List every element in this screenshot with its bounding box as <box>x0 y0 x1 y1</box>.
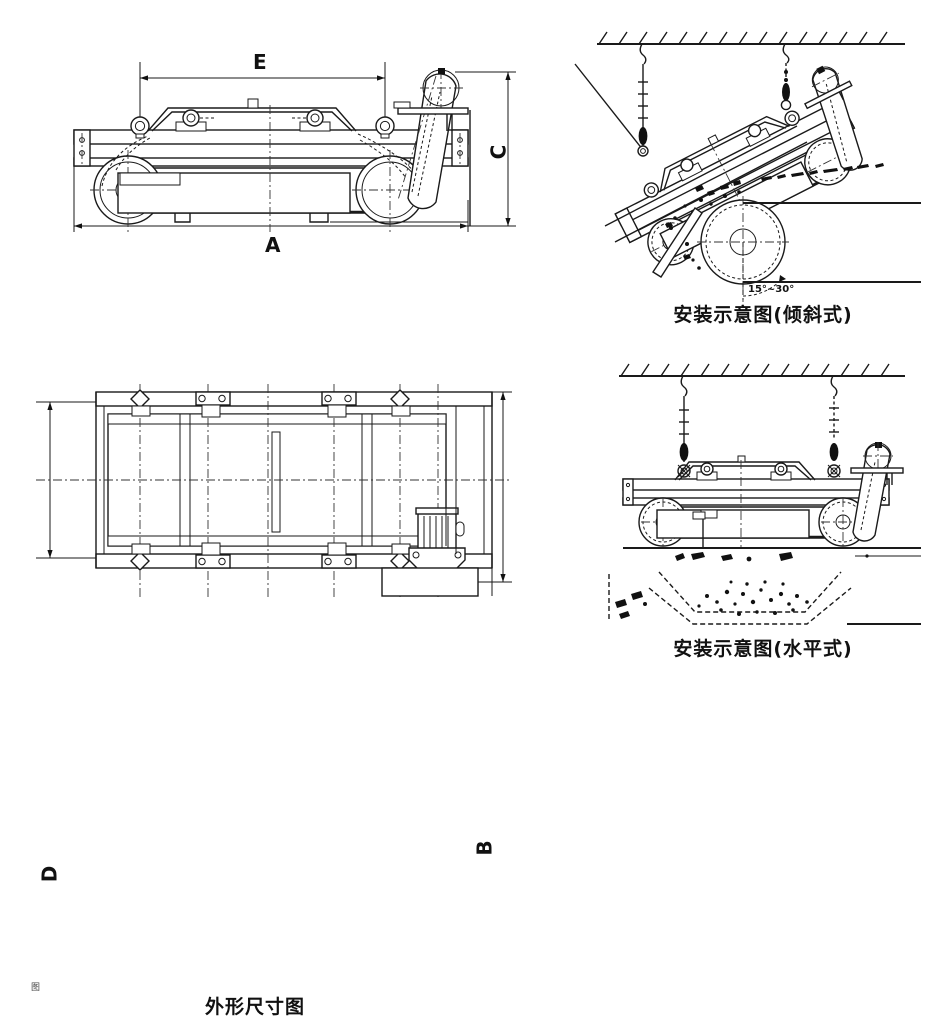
angle-annotation: 15°~30° <box>748 284 795 295</box>
side-elevation-view: E A C <box>0 0 540 300</box>
suspension-eye-left <box>130 116 150 139</box>
inclined-installation-svg <box>574 31 921 302</box>
motor-bracket <box>393 101 469 131</box>
dimension-label-B: B <box>472 840 497 856</box>
ceiling-hatch <box>619 363 905 377</box>
hanger-left <box>677 375 691 478</box>
side-elevation-svg <box>73 62 516 232</box>
inclined-installation-schematic: 15°~30° 安装示意图(倾斜式) <box>574 10 951 330</box>
plan-bottom-fittings <box>130 542 411 571</box>
machine-frame <box>73 110 471 226</box>
separator-horizontal <box>622 442 904 548</box>
dimension-label-E: E <box>253 50 267 74</box>
magnet-box <box>117 172 351 223</box>
hanger-right <box>827 375 841 478</box>
ceiling-hatch <box>597 31 905 45</box>
plan-view-svg <box>36 384 512 600</box>
plan-motor-assembly <box>381 507 479 597</box>
discharge-chute <box>608 571 852 625</box>
plan-top-fittings <box>130 389 411 418</box>
inclined-install-caption: 安装示意图(倾斜式) <box>673 304 853 326</box>
dimension-E <box>139 62 386 126</box>
hanger-right <box>780 43 792 111</box>
plan-centrelines <box>36 384 510 600</box>
plan-view-caption: 外形尺寸图 <box>204 996 305 1018</box>
dimension-label-A: A <box>265 233 281 257</box>
horizontal-installation-schematic: 安装示意图(水平式) <box>575 352 951 691</box>
plan-outer-frame <box>95 391 493 569</box>
plan-top-view: D B 图 外形尺寸图 <box>0 370 540 1018</box>
angle-indicator <box>742 242 786 300</box>
diverter-chute <box>652 207 703 278</box>
dimension-C <box>455 71 516 227</box>
suspension-hood <box>147 98 357 232</box>
dimension-label-C: C <box>486 144 511 160</box>
iron-debris <box>761 163 884 181</box>
horizontal-installation-svg <box>608 363 921 625</box>
horizontal-install-caption: 安装示意图(水平式) <box>673 638 853 660</box>
suspension-eye-right <box>375 116 395 139</box>
hanger-left <box>574 43 649 157</box>
material-particles <box>615 580 809 619</box>
dimension-label-D: D <box>37 865 62 883</box>
iron-debris <box>675 552 869 562</box>
